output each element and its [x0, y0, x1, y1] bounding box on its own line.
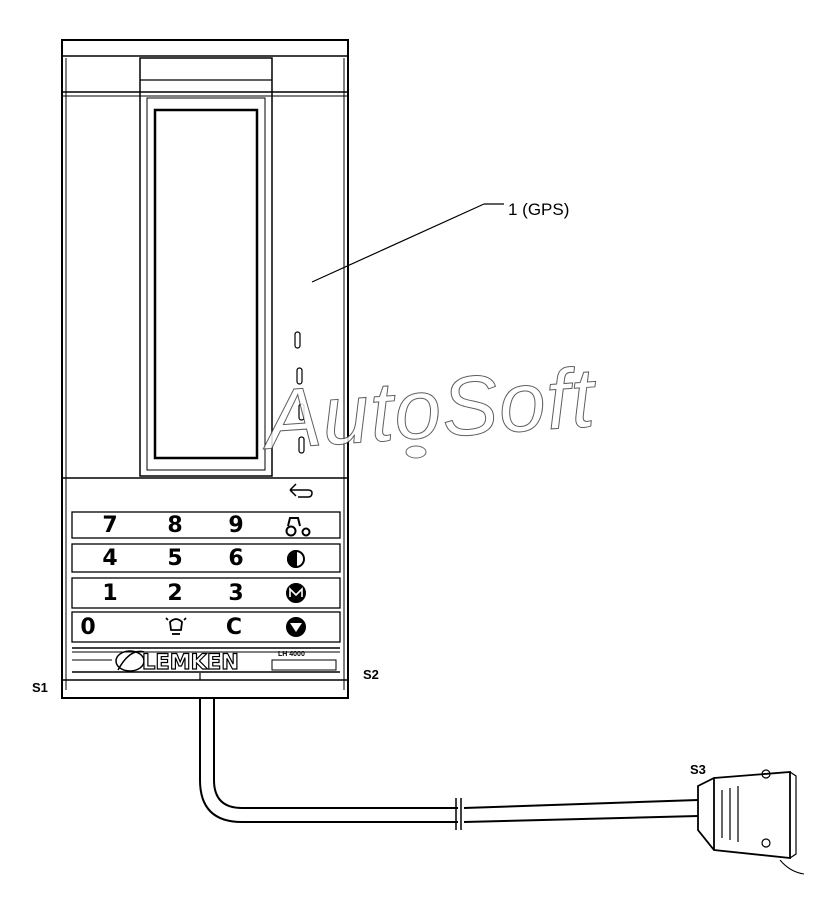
- connector-label-s3: S3: [690, 762, 706, 777]
- key-c[interactable]: C: [225, 615, 243, 640]
- s3-connector: [697, 769, 805, 875]
- key-5[interactable]: 5: [167, 546, 183, 571]
- key-1[interactable]: 1: [102, 581, 118, 606]
- key-8[interactable]: 8: [167, 513, 183, 538]
- display-bezel: [139, 57, 273, 477]
- key-2[interactable]: 2: [167, 581, 183, 606]
- terminal-housing: [61, 39, 349, 699]
- model-label: LH 4000: [278, 651, 305, 658]
- callout-leader: [311, 203, 485, 283]
- keypad-row: [71, 577, 341, 609]
- connector-label-s2: S2: [363, 667, 379, 682]
- keypad-row: [71, 543, 341, 573]
- return-arrow-icon: [289, 483, 313, 498]
- gps-callout-label: 1 (GPS): [508, 200, 570, 219]
- key-3[interactable]: 3: [228, 581, 244, 606]
- brand-name: LEMKEN: [141, 649, 239, 674]
- half-circle-icon: [287, 549, 305, 569]
- watermark-swirl: [405, 445, 427, 459]
- key-4[interactable]: 4: [102, 546, 118, 571]
- keypad-row: [71, 511, 341, 539]
- status-led: [298, 436, 305, 454]
- m-circle-icon: [286, 583, 306, 603]
- brand-logo: [115, 650, 145, 672]
- tractor-icon: [285, 517, 311, 537]
- key-0[interactable]: 0: [80, 615, 96, 640]
- keypad-row: [71, 611, 341, 643]
- status-led: [294, 331, 301, 349]
- model-plate: [271, 659, 337, 671]
- key-6[interactable]: 6: [228, 546, 244, 571]
- cable: [199, 698, 699, 830]
- status-led: [298, 403, 305, 421]
- lamp-icon: [165, 617, 187, 635]
- key-7[interactable]: 7: [102, 513, 118, 538]
- key-9[interactable]: 9: [228, 513, 244, 538]
- status-led: [296, 367, 303, 385]
- connector-label-s1: S1: [32, 680, 48, 695]
- triangle-stop-icon: [286, 617, 306, 637]
- display-window: [153, 108, 259, 460]
